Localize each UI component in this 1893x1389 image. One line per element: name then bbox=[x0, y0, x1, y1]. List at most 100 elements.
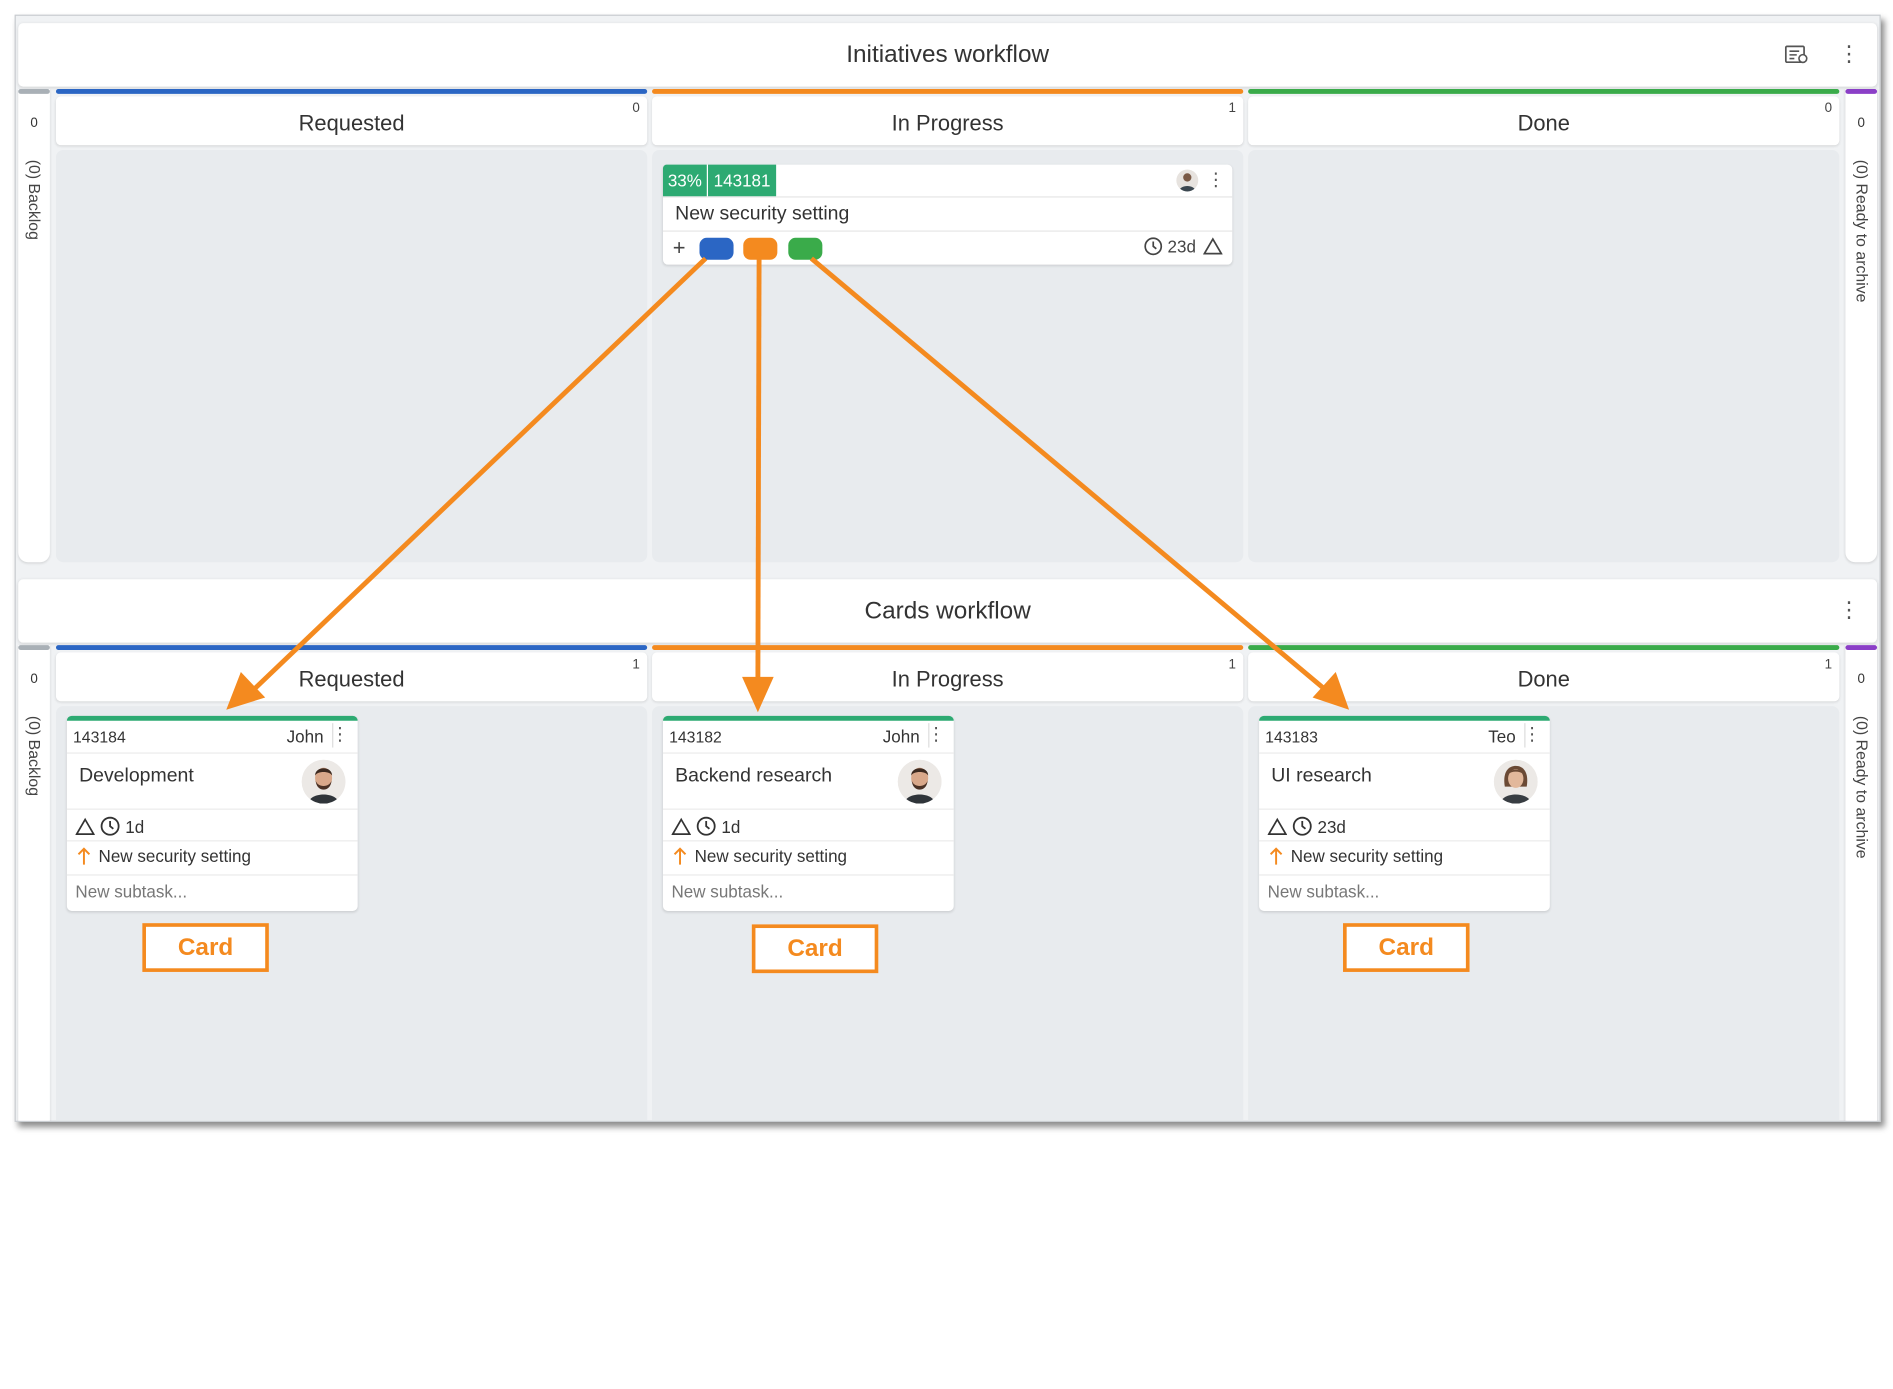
card-time: 23d bbox=[1143, 237, 1223, 256]
column-header[interactable]: Done 0 bbox=[1248, 96, 1840, 146]
card-title[interactable]: UI research bbox=[1271, 765, 1372, 787]
initiatives-column-done: Done 0 bbox=[1248, 89, 1840, 563]
column-header[interactable]: In Progress 1 bbox=[652, 96, 1244, 146]
clock-icon bbox=[100, 816, 120, 836]
child-pill-green[interactable] bbox=[788, 237, 823, 260]
card-id: 143181 bbox=[708, 164, 777, 197]
card-owner: Teo bbox=[1488, 726, 1516, 747]
divider bbox=[1524, 723, 1526, 748]
parent-link[interactable]: New security setting bbox=[673, 846, 847, 866]
backlog-label: (0) Backlog bbox=[25, 159, 44, 240]
card-title[interactable]: New security setting bbox=[675, 203, 850, 225]
user-avatar[interactable] bbox=[1176, 169, 1199, 192]
card-meta: 23d bbox=[1267, 816, 1346, 837]
column-color-bar bbox=[1248, 89, 1840, 94]
user-avatar[interactable] bbox=[1493, 759, 1538, 804]
child-pill-orange[interactable] bbox=[743, 237, 778, 260]
column-count: 1 bbox=[1228, 101, 1236, 116]
card-more-icon[interactable]: ⋮ bbox=[1523, 724, 1542, 746]
initiatives-more-icon[interactable]: ⋮ bbox=[1838, 41, 1861, 66]
card-more-icon[interactable]: ⋮ bbox=[1206, 169, 1226, 191]
column-body[interactable] bbox=[55, 149, 648, 563]
column-count: 0 bbox=[1824, 101, 1833, 116]
time-value: 1d bbox=[721, 816, 741, 836]
initiatives-backlog-column[interactable]: 0 (0) Backlog bbox=[18, 89, 50, 563]
parent-title: New security setting bbox=[98, 846, 251, 866]
divider bbox=[1259, 752, 1550, 754]
column-header[interactable]: Done 1 bbox=[1248, 652, 1840, 702]
card-meta: 1d bbox=[75, 816, 144, 837]
column-name: In Progress bbox=[891, 667, 1004, 692]
parent-title: New security setting bbox=[1290, 846, 1444, 866]
task-card[interactable]: 143182 John ⋮ Backend research bbox=[662, 715, 954, 911]
initiatives-column-requested: Requested 0 bbox=[55, 89, 648, 563]
card-meta: 1d bbox=[671, 816, 741, 837]
column-name: Requested bbox=[298, 110, 405, 136]
initiatives-workflow-header: Initiatives workflow ⋮ bbox=[18, 23, 1878, 87]
column-name: Done bbox=[1517, 667, 1570, 692]
divider bbox=[662, 752, 954, 754]
parent-link[interactable]: New security setting bbox=[1269, 846, 1443, 866]
new-subtask-input[interactable]: New subtask... bbox=[1267, 881, 1380, 902]
card-annotation-label: Card bbox=[751, 924, 879, 974]
column-color-bar bbox=[1248, 645, 1840, 650]
divider bbox=[662, 840, 954, 842]
backlog-color-bar bbox=[18, 89, 50, 94]
card-settings-icon[interactable] bbox=[1784, 44, 1809, 66]
card-id: 143183 bbox=[1265, 728, 1318, 747]
parent-link[interactable]: New security setting bbox=[77, 846, 251, 866]
column-header[interactable]: Requested 0 bbox=[55, 96, 648, 146]
clock-icon bbox=[1144, 237, 1162, 256]
card-id: 143182 bbox=[669, 728, 722, 747]
divider bbox=[1259, 808, 1550, 810]
user-avatar[interactable] bbox=[897, 759, 942, 804]
priority-triangle-icon bbox=[75, 817, 95, 835]
clock-icon bbox=[696, 816, 716, 836]
divider bbox=[928, 723, 930, 748]
column-header[interactable]: In Progress 1 bbox=[652, 652, 1244, 702]
user-avatar[interactable] bbox=[301, 759, 346, 804]
task-card[interactable]: 143184 John ⋮ Development bbox=[66, 715, 358, 911]
archive-color-bar bbox=[1845, 645, 1878, 650]
initiative-card[interactable]: 33% 143181 ⋮ New security setting + bbox=[662, 164, 1233, 265]
archive-label: (0) Ready to archive bbox=[1852, 159, 1871, 303]
child-pill-blue[interactable] bbox=[699, 237, 734, 260]
initiatives-archive-column[interactable]: 0 (0) Ready to archive bbox=[1845, 89, 1878, 563]
card-more-icon[interactable]: ⋮ bbox=[330, 724, 350, 746]
column-body[interactable]: 143184 John ⋮ Development bbox=[55, 706, 648, 1121]
priority-triangle-icon bbox=[1202, 237, 1223, 255]
add-child-icon[interactable]: + bbox=[672, 235, 686, 260]
column-count: 1 bbox=[632, 657, 640, 672]
column-name: Done bbox=[1517, 110, 1570, 136]
new-subtask-input[interactable]: New subtask... bbox=[75, 881, 188, 902]
time-value: 23d bbox=[1317, 816, 1346, 836]
initiatives-column-in-progress: In Progress 1 33% 143181 ⋮ New security … bbox=[652, 89, 1244, 563]
cards-workflow-header: Cards workflow ⋮ bbox=[18, 579, 1878, 643]
column-body[interactable] bbox=[1248, 149, 1840, 563]
column-count: 0 bbox=[632, 101, 640, 116]
column-header[interactable]: Requested 1 bbox=[55, 652, 648, 702]
card-more-icon[interactable]: ⋮ bbox=[926, 724, 946, 746]
cards-more-icon[interactable]: ⋮ bbox=[1838, 597, 1861, 622]
task-card[interactable]: 143183 Teo ⋮ UI research bbox=[1259, 715, 1550, 911]
column-color-bar bbox=[55, 645, 648, 650]
card-title[interactable]: Backend research bbox=[675, 765, 833, 787]
divider bbox=[662, 808, 954, 810]
divider bbox=[1259, 840, 1550, 842]
backlog-color-bar bbox=[18, 645, 50, 650]
cards-column-done: Done 1 143183 Teo ⋮ UI research bbox=[1248, 645, 1840, 1121]
backlog-label: (0) Backlog bbox=[25, 715, 44, 797]
card-title[interactable]: Development bbox=[79, 765, 194, 787]
cards-workflow-title: Cards workflow bbox=[864, 597, 1031, 625]
progress-badge: 33% bbox=[662, 164, 707, 197]
card-owner: John bbox=[882, 726, 920, 747]
cards-backlog-column[interactable]: 0 (0) Backlog bbox=[18, 645, 50, 1121]
new-subtask-input[interactable]: New subtask... bbox=[671, 881, 784, 902]
column-body[interactable]: 143182 John ⋮ Backend research bbox=[652, 706, 1244, 1121]
column-body[interactable]: 143183 Teo ⋮ UI research bbox=[1248, 706, 1840, 1121]
column-color-bar bbox=[652, 89, 1244, 94]
backlog-count: 0 bbox=[30, 115, 38, 131]
column-body[interactable]: 33% 143181 ⋮ New security setting + bbox=[652, 149, 1244, 563]
cards-archive-column[interactable]: 0 (0) Ready to archive bbox=[1845, 645, 1878, 1121]
